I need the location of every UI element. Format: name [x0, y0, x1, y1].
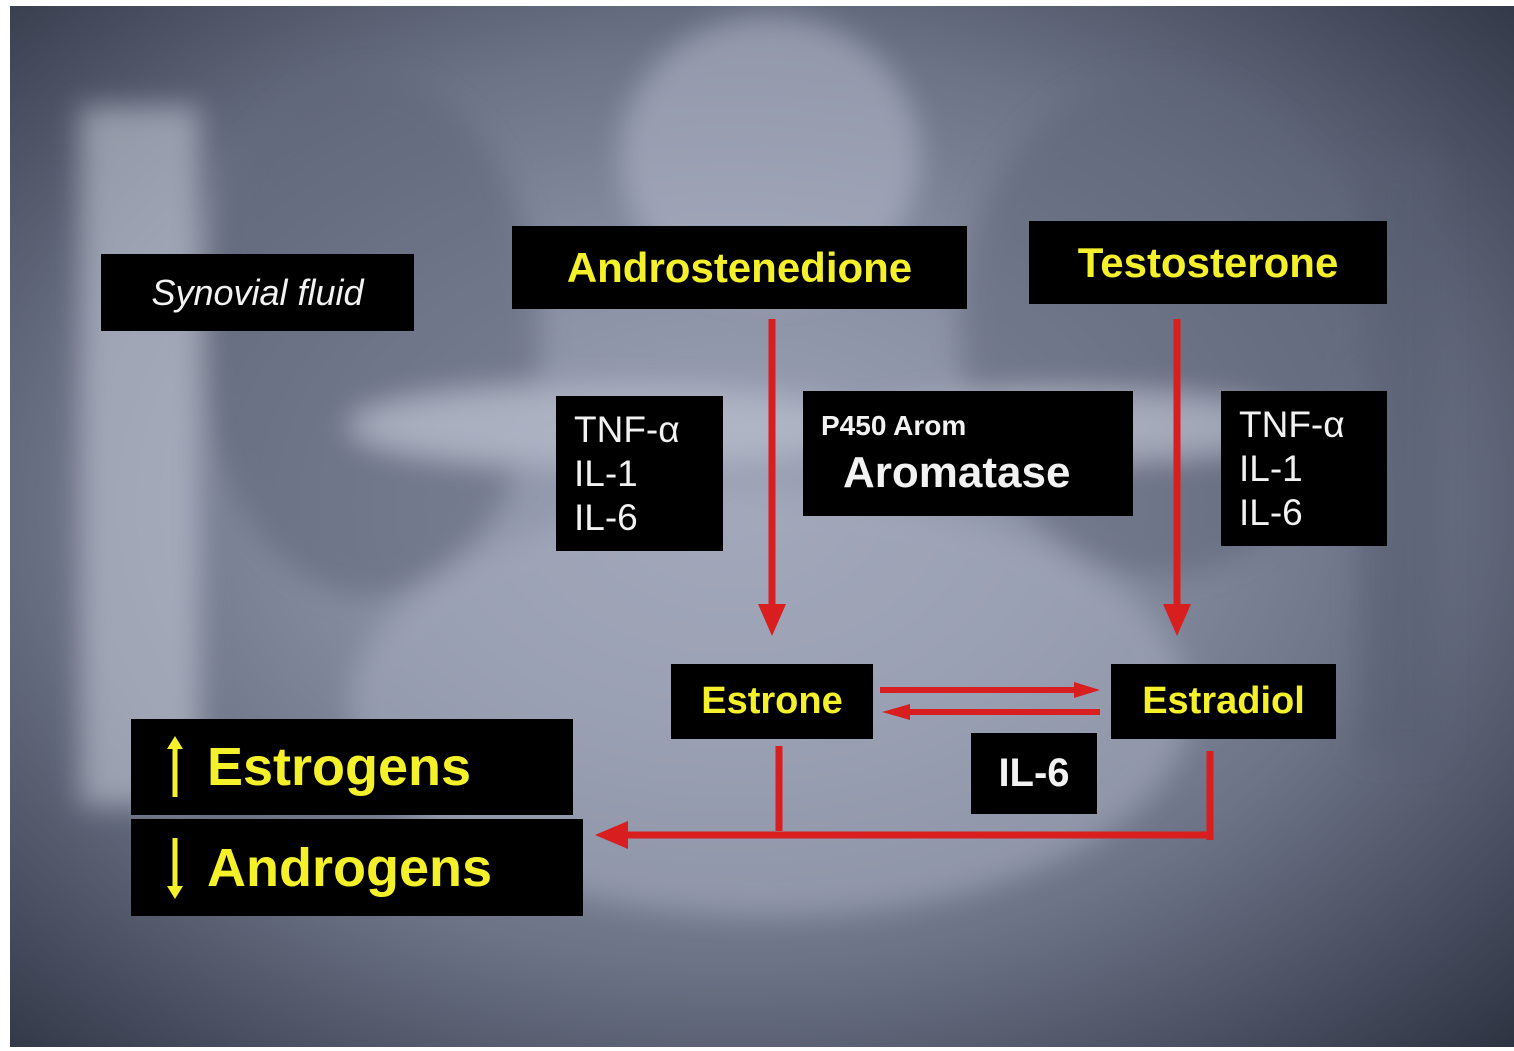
estradiol-text: Estradiol [1142, 680, 1305, 723]
cytokine-il1-right: IL-1 [1239, 447, 1303, 491]
cytokines-right-box: TNF-α IL-1 IL-6 [1221, 391, 1387, 546]
enzyme-code: P450 Arom [821, 407, 966, 445]
estrone-node: Estrone [671, 664, 873, 739]
aromatase-enzyme-box: P450 Arom Aromatase [803, 391, 1133, 516]
androstenedione-node: Androstenedione [512, 226, 967, 309]
androgens-result-box: Androgens [131, 819, 583, 916]
cytokine-il6: IL-6 [574, 496, 638, 540]
estrone-text: Estrone [701, 680, 842, 723]
down-arrow-icon [165, 836, 185, 900]
androgens-text: Androgens [207, 837, 492, 899]
estrogens-result-box: Estrogens [131, 719, 573, 815]
synovial-fluid-text: Synovial fluid [151, 272, 363, 314]
il6-mid-box: IL-6 [971, 733, 1097, 814]
diagram-canvas: Synovial fluid Androstenedione Testoster… [10, 6, 1514, 1047]
testosterone-text: Testosterone [1078, 239, 1339, 287]
il6-mid-text: IL-6 [998, 751, 1069, 796]
cytokine-il1: IL-1 [574, 452, 638, 496]
estrogens-text: Estrogens [207, 736, 471, 798]
enzyme-name: Aromatase [821, 445, 1070, 501]
androstenedione-text: Androstenedione [567, 244, 912, 292]
testosterone-node: Testosterone [1029, 221, 1387, 304]
cytokine-tnf-alpha-right: TNF-α [1239, 403, 1345, 447]
estradiol-node: Estradiol [1111, 664, 1336, 739]
synovial-fluid-label: Synovial fluid [101, 254, 414, 331]
cytokine-il6-right: IL-6 [1239, 491, 1303, 535]
cytokines-left-box: TNF-α IL-1 IL-6 [556, 396, 723, 551]
up-arrow-icon [165, 735, 185, 799]
cytokine-tnf-alpha: TNF-α [574, 408, 680, 452]
